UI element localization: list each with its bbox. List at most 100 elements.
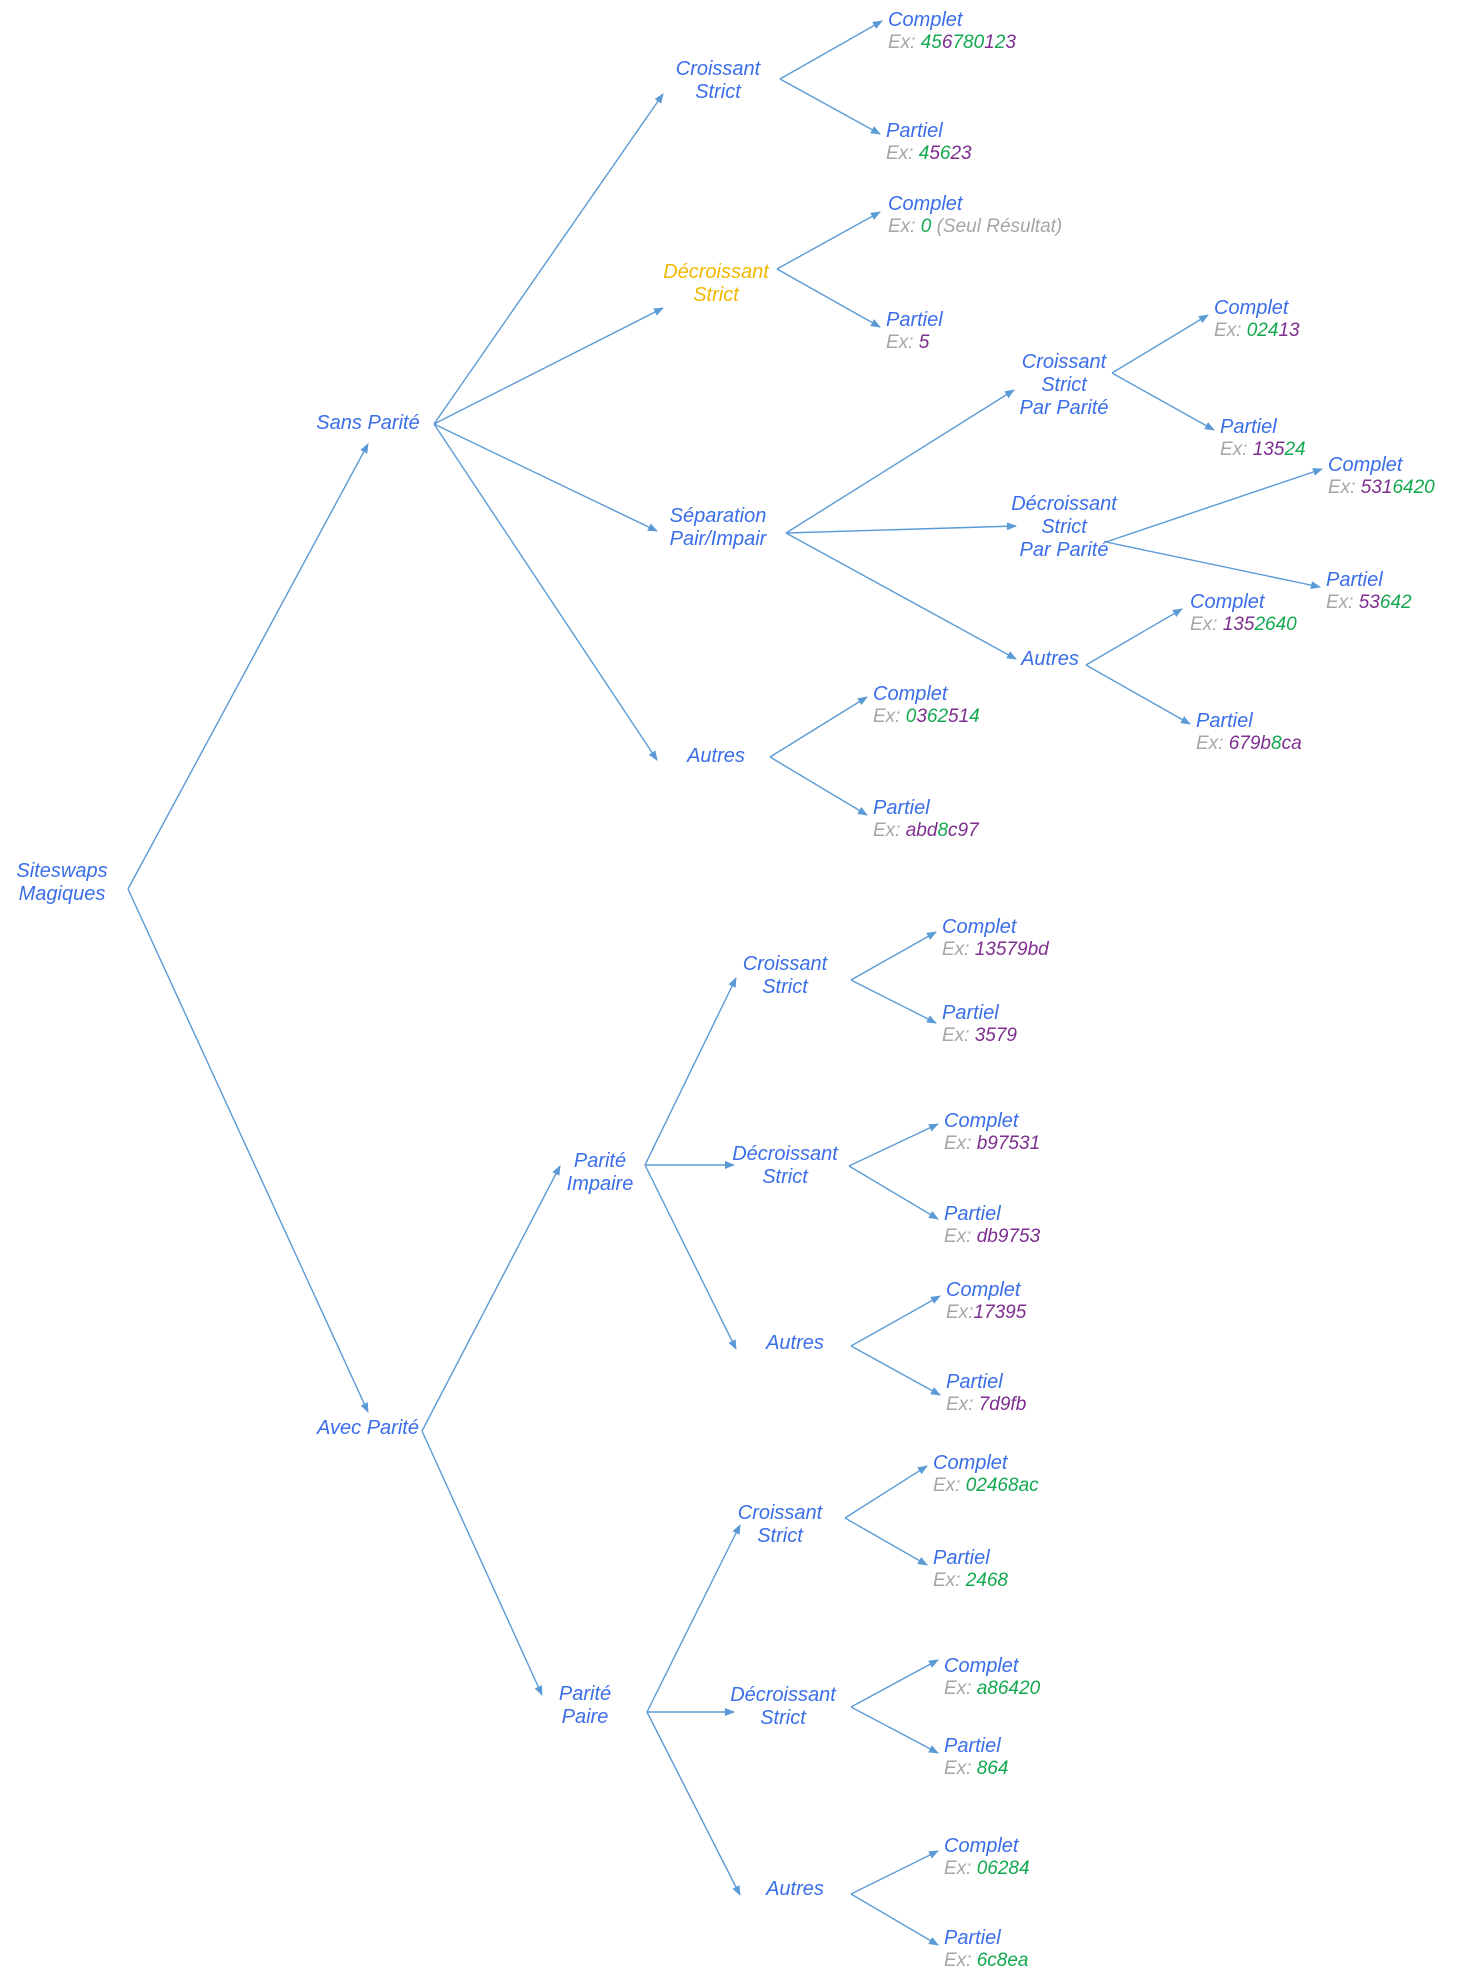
leaf-label: Partiel — [1196, 710, 1253, 732]
leaf-label: Partiel — [942, 1002, 999, 1024]
example-prefix: Ex: — [944, 1858, 977, 1879]
example-prefix: Ex: — [1214, 320, 1247, 341]
edge-sep-decroissant-to-sepd-partiel — [1105, 541, 1321, 590]
leaf-label: Complet — [1214, 297, 1289, 319]
example-digits-even: 0 — [905, 706, 917, 727]
node-label-line: Impaire — [566, 1173, 634, 1195]
leaf-example: Ex: 0 (Seul Résultat) — [888, 216, 1062, 238]
leaf-example: Ex: 02413 — [1214, 320, 1300, 342]
example-digits-even: 06284 — [976, 1858, 1030, 1879]
example-prefix: Ex: — [942, 939, 975, 960]
edge-sep-decroissant-to-sepd-complet — [1105, 468, 1323, 543]
edge-sep-croissant-to-sepc-complet — [1111, 314, 1209, 374]
edge-sans-parite-to-sp-decroissant-strict — [433, 307, 664, 425]
example-prefix: Ex: — [946, 1394, 979, 1415]
leaf-label: Complet — [1328, 454, 1403, 476]
example-digits-odd: 3 — [1005, 32, 1016, 53]
node-label-line: Séparation — [669, 505, 767, 527]
leaf-example: Ex: 02468ac — [933, 1475, 1039, 1497]
edge-sp-autres-to-spa-partiel — [769, 756, 868, 816]
edge-pai-croissant-to-pc-partiel — [844, 1517, 928, 1566]
example-note: (Seul Résultat) — [931, 216, 1063, 237]
leaf-example: Ex: 7d9fb — [946, 1394, 1026, 1416]
edge-parite-paire-to-pai-autres — [646, 1711, 741, 1896]
node-label-line: Strict — [1041, 516, 1087, 538]
node-label-line: Magiques — [18, 883, 106, 905]
example-digits-odd: 531 — [1360, 477, 1393, 498]
example-digits-even: 62 — [926, 706, 949, 727]
example-digits-odd: b97531 — [976, 1133, 1041, 1154]
leaf-example: Ex: 53642 — [1326, 592, 1412, 614]
leaf-example: Ex: 06284 — [944, 1858, 1030, 1880]
node-avec-parite: Avec Parité — [317, 1417, 419, 1440]
leaf-label: Partiel — [1326, 569, 1383, 591]
leaf-label: Partiel — [944, 1927, 1001, 1949]
leaf-example: Ex: 6c8ea — [944, 1950, 1029, 1972]
edge-pai-croissant-to-pc-complet — [844, 1465, 928, 1519]
leaf-label: Complet — [933, 1452, 1008, 1474]
node-sep-autres: Autres — [1021, 648, 1079, 671]
leaf-label: Partiel — [933, 1547, 990, 1569]
edge-sp-decroissant-strict-to-spd-partiel — [776, 268, 881, 328]
example-digits-odd: 13 — [1278, 320, 1300, 341]
edge-sans-parite-to-sp-croissant-strict — [433, 93, 664, 425]
example-prefix: Ex: — [1190, 614, 1223, 635]
example-prefix: Ex: — [873, 706, 906, 727]
leaf-example: Ex: db9753 — [944, 1226, 1040, 1248]
edge-sep-autres-to-sepa-partiel — [1085, 664, 1191, 725]
example-prefix: Ex: — [942, 1025, 975, 1046]
edge-pai-autres-to-pa-partiel — [850, 1893, 939, 1946]
node-label-line: Autres — [1021, 648, 1079, 670]
node-label-line: Décroissant — [1011, 493, 1117, 515]
example-digits-even: 8 — [937, 820, 949, 841]
example-digits-odd: 5 — [929, 143, 940, 164]
node-label-line: Autres — [766, 1332, 824, 1354]
example-digits-odd: 135 — [1222, 614, 1255, 635]
leaf-example: Ex: 5 — [886, 332, 943, 354]
leaf-example: Ex: 45623 — [886, 143, 972, 165]
leaf-example: Ex: 5316420 — [1328, 477, 1435, 499]
example-digits-even: 642 — [1379, 592, 1412, 613]
example-digits-even: 024 — [1246, 320, 1279, 341]
example-prefix: Ex: — [886, 143, 919, 164]
example-digits-even: 4 — [969, 706, 980, 727]
leaf-example: Ex: 456780123 — [888, 32, 1016, 54]
node-sp-autres: Autres — [687, 745, 745, 768]
example-digits-odd: 17395 — [973, 1302, 1027, 1323]
node-label-line: Strict — [762, 1166, 808, 1188]
edge-sans-parite-to-sp-separation — [433, 423, 658, 532]
node-label-line: Avec Parité — [317, 1417, 419, 1439]
node-label-line: Pair/Impair — [669, 528, 767, 550]
leaf-label: Partiel — [944, 1203, 1001, 1225]
edge-sep-croissant-to-sepc-partiel — [1111, 372, 1215, 431]
edge-sp-autres-to-spa-complet — [769, 696, 868, 758]
leaf-label: Partiel — [873, 797, 930, 819]
leaf-label: Partiel — [1220, 416, 1277, 438]
edge-imp-croissant-to-ic-complet — [850, 931, 937, 981]
example-digits-odd: db9753 — [976, 1226, 1041, 1247]
leaf-example: Ex: 864 — [944, 1758, 1008, 1780]
example-digits-even: 2640 — [1254, 614, 1297, 635]
example-digits-even: 45 — [920, 32, 942, 53]
example-digits-odd: 7d9fb — [978, 1394, 1027, 1415]
edge-pai-decroissant-to-pd-partiel — [850, 1706, 939, 1754]
leaf-example: Ex:17395 — [946, 1302, 1026, 1324]
node-label-line: Strict — [757, 1525, 803, 1547]
leaf-label: Partiel — [946, 1371, 1003, 1393]
